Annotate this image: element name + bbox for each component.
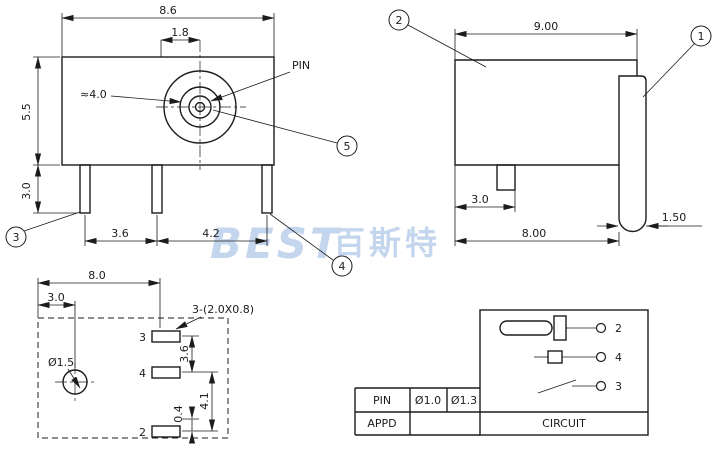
- front-width-dim: 8.6: [159, 4, 177, 17]
- pcb-pad4-label: 4: [139, 367, 146, 380]
- tip-contact-symbol: [553, 315, 567, 341]
- pcb-pitch2-dim: 4.1: [198, 392, 211, 410]
- circuit-box: [479, 309, 649, 436]
- side-bushing-dim: 1.50: [662, 211, 687, 224]
- front-view: 8.6 1.8 5.5 3.0 3.6 4.2 ≈4.0 PIN: [5, 4, 358, 277]
- circuit-panel: 2 4 3 PIN Ø1.0 Ø1.3 APPD CIRCUIT: [354, 309, 649, 436]
- table-dia1-value: Ø1.0: [415, 394, 441, 407]
- node-2-label: 2: [615, 322, 622, 335]
- table-pin-label: PIN: [373, 394, 391, 407]
- callout-2-balloon: [388, 9, 410, 31]
- pcb-layout-view: 3 4 2 8.0 3.0 Ø1.5 3-(2.0X0.8) 3.6 4.1: [37, 269, 254, 444]
- front-leg-length-dim: 3.0: [20, 182, 33, 200]
- callout-4-balloon: [331, 255, 353, 277]
- side-view: 9.00 3.0 8.00 1.50 2 1: [388, 9, 712, 246]
- node-3-label: 3: [615, 380, 622, 393]
- pcb-pads: 3 4 2: [139, 330, 181, 439]
- node-4-label: 4: [615, 351, 622, 364]
- node-3-terminal: [595, 380, 607, 392]
- pcb-hole-offset-dim: 3.0: [47, 291, 65, 304]
- front-leg-pitch2-dim: 4.2: [202, 227, 220, 240]
- front-pin-offset-dim: 1.8: [171, 26, 189, 39]
- side-leg-offset-dim: 3.0: [471, 193, 489, 206]
- node-2-terminal: [595, 322, 607, 334]
- title-table: PIN Ø1.0 Ø1.3 APPD CIRCUIT: [354, 387, 586, 436]
- pcb-pad2-label: 2: [139, 426, 146, 439]
- callout-2-label: 2: [396, 14, 403, 27]
- front-pin-label: PIN: [292, 59, 310, 72]
- callout-3-label: 3: [13, 231, 20, 244]
- callout-1-balloon: [690, 25, 712, 47]
- pcb-width-dim: 8.0: [88, 269, 106, 282]
- front-leg-pitch1-dim: 3.6: [111, 227, 129, 240]
- node-4-terminal: [595, 351, 607, 363]
- callout-5-balloon: [336, 135, 358, 157]
- front-barrel-dim: ≈4.0: [80, 88, 107, 101]
- pcb-outline: [37, 317, 229, 439]
- watermark-cjk: 百斯特: [333, 224, 441, 262]
- callout-5-label: 5: [344, 140, 351, 153]
- callout-3-balloon: [5, 226, 27, 248]
- side-body-length-dim: 8.00: [522, 227, 547, 240]
- watermark: BEST 百斯特: [210, 219, 441, 268]
- sleeve-contact-symbol: [547, 350, 563, 364]
- pcb-pitch1-dim: 3.6: [178, 345, 191, 363]
- pcb-pad-edge-dim: 0.4: [172, 405, 185, 423]
- callout-1-label: 1: [698, 30, 705, 43]
- pcb-pad3-label: 3: [139, 331, 146, 344]
- pcb-hole: [55, 362, 95, 402]
- front-callouts: 5 3 4: [5, 109, 358, 277]
- front-body-outline: [61, 56, 275, 214]
- pcb-hole-dia-label: Ø1.5: [48, 356, 74, 369]
- side-width-dim: 9.00: [534, 20, 559, 33]
- callout-4-label: 4: [339, 260, 346, 273]
- side-callouts: 2 1: [388, 9, 712, 98]
- side-dimensions: 9.00 3.0 8.00 1.50: [454, 20, 702, 246]
- jack-pin-symbol: [499, 320, 553, 336]
- front-height-dim: 5.5: [20, 103, 33, 121]
- front-dimensions: 8.6 1.8 5.5 3.0 3.6 4.2 ≈4.0 PIN: [20, 4, 310, 246]
- watermark-latin: BEST: [210, 219, 342, 268]
- front-centerlines: [156, 40, 246, 170]
- pcb-pad-note: 3-(2.0X0.8): [192, 303, 254, 316]
- switch-symbol: [537, 379, 577, 394]
- table-dia2-value: Ø1.3: [451, 394, 477, 407]
- table-appd-label: APPD: [367, 417, 396, 430]
- pcb-dimensions: 8.0 3.0 Ø1.5 3-(2.0X0.8) 3.6 4.1 0.4: [37, 269, 254, 444]
- circuit-schematic: 2 4 3: [499, 315, 622, 394]
- table-circuit-label: CIRCUIT: [542, 417, 586, 430]
